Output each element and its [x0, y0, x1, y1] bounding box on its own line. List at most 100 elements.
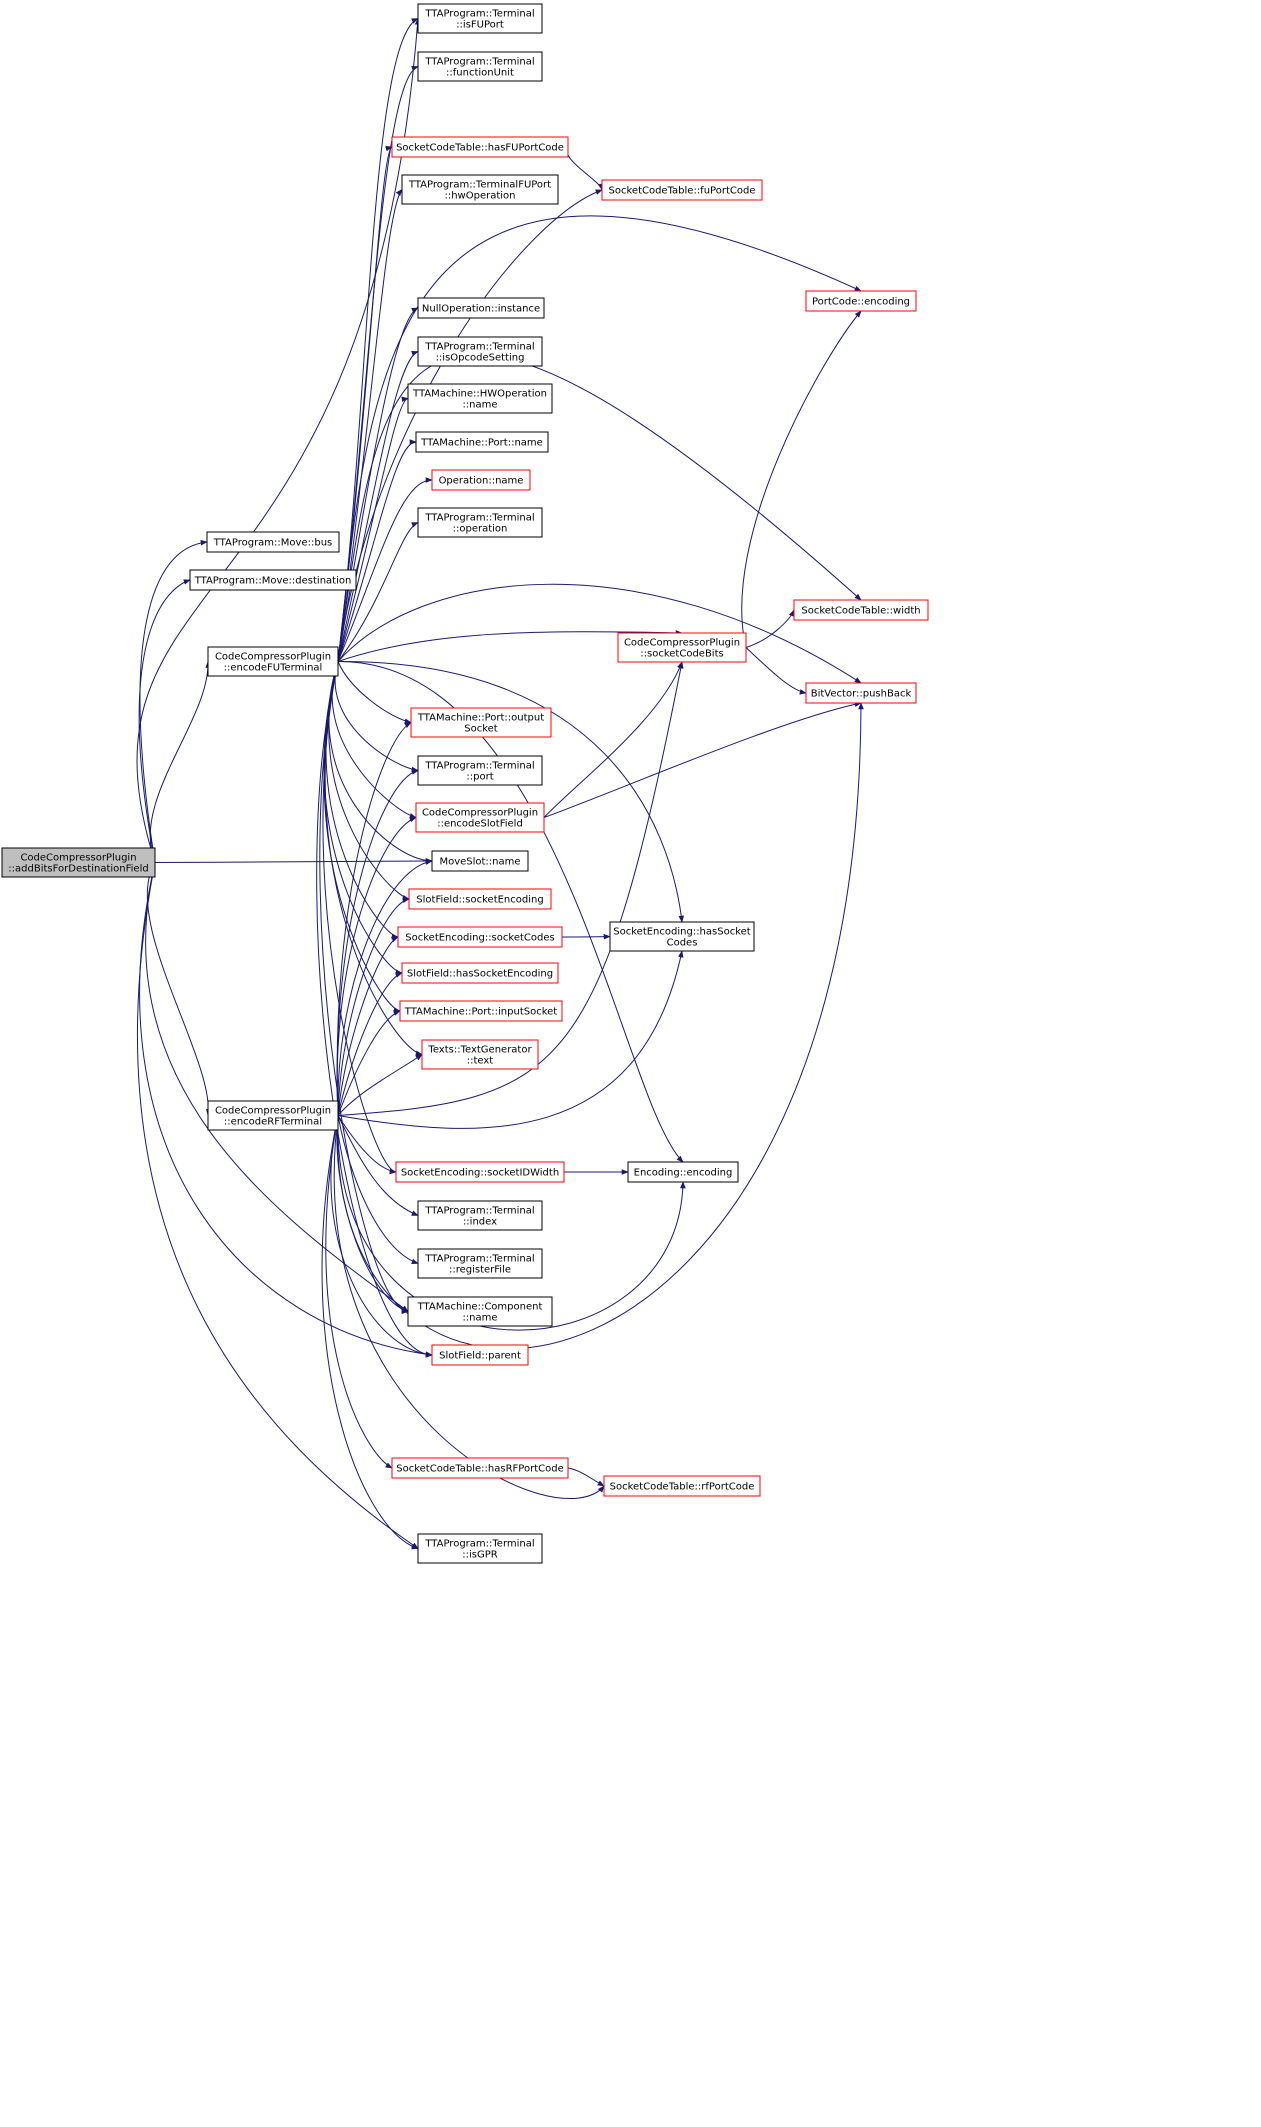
node-label: TTAProgram::Move::bus	[213, 538, 333, 549]
node-termIndex[interactable]: TTAProgram::Terminal::index	[417, 1200, 543, 1231]
node-encFU[interactable]: CodeCompressorPlugin::encodeFUTerminal	[207, 646, 339, 677]
node-socketCodeBits[interactable]: CodeCompressorPlugin::socketCodeBits	[617, 632, 747, 663]
node-label: TTAMachine::Port::name	[420, 438, 543, 449]
node-componentName[interactable]: TTAMachine::Component::name	[407, 1296, 553, 1327]
node-label: ::functionUnit	[446, 68, 514, 79]
node-encRF[interactable]: CodeCompressorPlugin::encodeRFTerminal	[207, 1100, 339, 1131]
node-box	[417, 1248, 543, 1279]
edge-encRF-to-moveSlotName	[337, 859, 433, 1116]
edge-encRF-to-hasSocketCodes	[337, 950, 684, 1129]
node-label: TTAProgram::Terminal	[424, 761, 534, 772]
node-label: ::text	[467, 1056, 494, 1067]
edge-encRF-to-socketCodeBits	[337, 661, 684, 1116]
node-label: ::encodeRFTerminal	[224, 1117, 322, 1128]
node-label: ::isGPR	[462, 1550, 498, 1561]
node-box	[415, 431, 549, 453]
node-isFUPort[interactable]: TTAProgram::Terminal::isFUPort	[417, 3, 543, 34]
node-label: TTAProgram::TerminalFUPort	[408, 180, 551, 191]
node-inputSocket[interactable]: TTAMachine::Port::inputSocket	[399, 1000, 563, 1022]
node-socketIDWidth[interactable]: SocketEncoding::socketIDWidth	[395, 1161, 565, 1183]
node-socketCodes[interactable]: SocketEncoding::socketCodes	[397, 926, 563, 948]
node-encodingEncoding[interactable]: Encoding::encoding	[627, 1161, 739, 1183]
edge-socketCodeBits-to-sctWidth	[745, 609, 795, 648]
node-box	[417, 51, 543, 82]
page-background	[0, 1568, 1261, 2127]
edge-encFU-to-isFUPort	[337, 18, 419, 662]
edge-encFU-to-termPort	[334, 661, 419, 773]
node-termPort[interactable]: TTAProgram::Terminal::port	[417, 755, 543, 786]
node-label: SocketCodeTable::rfPortCode	[610, 1482, 755, 1493]
node-label: TTAProgram::Terminal	[424, 57, 534, 68]
edge-encRF-to-outputSocket	[336, 722, 412, 1116]
node-box	[431, 1344, 529, 1366]
node-functionUnit[interactable]: TTAProgram::Terminal::functionUnit	[417, 51, 543, 82]
edge-encFU-to-componentName	[319, 661, 409, 1315]
edge-encRF-to-encodeSlotField	[336, 816, 417, 1116]
node-label: SocketEncoding::socketIDWidth	[401, 1168, 559, 1179]
edge-encRF-to-hasRFPortCode	[325, 1115, 393, 1469]
edge-encRF-to-hasSocketEncoding	[337, 972, 403, 1116]
node-termOperation[interactable]: TTAProgram::Terminal::operation	[417, 507, 543, 538]
node-label: TTAProgram::Terminal	[424, 1206, 534, 1217]
edge-encRF-to-termIndex	[337, 1115, 419, 1216]
node-label: TTAProgram::Terminal	[424, 342, 534, 353]
edge-socketCodeBits-to-portCodeEncoding	[741, 310, 862, 648]
node-sctWidth[interactable]: SocketCodeTable::width	[793, 599, 929, 621]
edge-hasRFPortCode-to-rfPortCode	[567, 1467, 605, 1487]
edge-encFU-to-hasSocketCodes	[337, 660, 685, 923]
node-bus[interactable]: TTAProgram::Move::bus	[206, 531, 340, 553]
node-label: TTAMachine::Port::inputSocket	[404, 1007, 558, 1018]
node-fuPortCode[interactable]: SocketCodeTable::fuPortCode	[601, 179, 763, 201]
edge-encodeSlotField-to-pushBack	[543, 701, 862, 818]
node-hwOperation[interactable]: TTAProgram::TerminalFUPort::hwOperation	[401, 174, 559, 205]
edge-hasFUPortCode-to-fuPortCode	[566, 146, 604, 191]
node-label: ::encodeSlotField	[437, 819, 523, 830]
node-label: NullOperation::instance	[422, 304, 540, 315]
node-label: Operation::name	[439, 476, 524, 487]
node-hasFUPortCode[interactable]: SocketCodeTable::hasFUPortCode	[391, 136, 569, 158]
node-portCodeEncoding[interactable]: PortCode::encoding	[805, 290, 917, 312]
node-encodeSlotField[interactable]: CodeCompressorPlugin::encodeSlotField	[415, 802, 545, 833]
edge-encFU-to-encodingEncoding	[337, 660, 684, 1163]
node-label: SocketEncoding::socketCodes	[405, 933, 554, 944]
node-box	[408, 888, 552, 910]
node-box	[603, 1475, 761, 1497]
node-label: TTAMachine::HWOperation	[412, 389, 547, 400]
node-rfPortCode[interactable]: SocketCodeTable::rfPortCode	[603, 1475, 761, 1497]
edge-encFU-to-isOpcodeSetting	[337, 351, 419, 662]
node-root[interactable]: CodeCompressorPlugin::addBitsForDestinat…	[1, 847, 156, 878]
node-destination[interactable]: TTAProgram::Move::destination	[189, 569, 357, 591]
edge-encFU-to-encodeSlotField	[331, 661, 417, 819]
edge-socketCodeBits-to-pushBack	[745, 647, 807, 695]
node-box	[399, 1000, 563, 1022]
edge-root-to-encFU	[149, 660, 212, 863]
node-portName[interactable]: TTAMachine::Port::name	[415, 431, 549, 453]
node-operationName[interactable]: Operation::name	[431, 469, 531, 491]
node-moveSlotName[interactable]: MoveSlot::name	[431, 850, 529, 872]
node-box	[805, 290, 917, 312]
edge-encRF-to-slotFieldParent	[330, 1115, 433, 1358]
node-textGen[interactable]: Texts::TextGenerator::text	[421, 1039, 539, 1070]
node-socketEncoding[interactable]: SlotField::socketEncoding	[408, 888, 552, 910]
edge-encFU-to-fuPortCode	[337, 189, 603, 662]
edge-encRF-to-textGen	[337, 1054, 423, 1116]
node-hasSocketEncoding[interactable]: SlotField::hasSocketEncoding	[401, 962, 559, 984]
node-box	[417, 297, 545, 319]
node-box	[417, 3, 543, 34]
edge-encRF-to-encodingEncoding	[337, 1115, 686, 1331]
edge-encRF-to-pushBack	[337, 702, 864, 1350]
node-label: SlotField::hasSocketEncoding	[407, 969, 553, 980]
node-box	[431, 469, 531, 491]
node-nullOpInstance[interactable]: NullOperation::instance	[417, 297, 545, 319]
node-pushBack[interactable]: BitVector::pushBack	[805, 682, 917, 704]
node-isOpcodeSetting[interactable]: TTAProgram::Terminal::isOpcodeSetting	[417, 336, 543, 367]
node-termRegisterFile[interactable]: TTAProgram::Terminal::registerFile	[417, 1248, 543, 1279]
node-isGPR[interactable]: TTAProgram::Terminal::isGPR	[417, 1533, 543, 1564]
node-box	[417, 755, 543, 786]
node-hasRFPortCode[interactable]: SocketCodeTable::hasRFPortCode	[391, 1457, 569, 1479]
edge-encRF-to-inputSocket	[337, 1010, 401, 1116]
node-hwOpName[interactable]: TTAMachine::HWOperation::name	[407, 383, 553, 414]
node-slotFieldParent[interactable]: SlotField::parent	[431, 1344, 529, 1366]
